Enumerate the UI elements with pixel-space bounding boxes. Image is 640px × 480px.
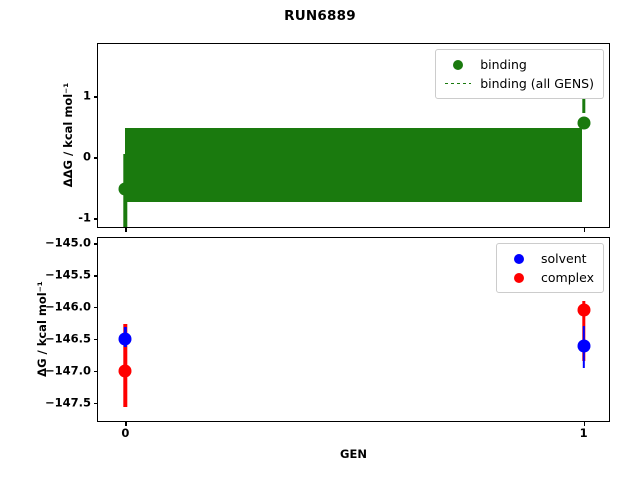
- bottom-y-axis-label: ΔG / kcal mol⁻¹: [35, 280, 49, 377]
- top-y-axis-label: ΔΔG / kcal mol⁻¹: [61, 82, 75, 187]
- bottom-legend: solvent complex: [496, 243, 604, 293]
- bottom-yticklabel-n147-5: −147.5: [44, 394, 91, 409]
- complex-point-gen1: [577, 303, 591, 317]
- bottom-ytick-n146-0: [93, 306, 98, 309]
- bottom-xtick-0: [125, 421, 127, 426]
- legend-item-binding[interactable]: binding: [443, 55, 594, 74]
- bottom-yticklabel-n146-5: −146.5: [44, 331, 91, 346]
- blue-dot-marker-icon: [504, 253, 534, 264]
- bottom-axes-delta-g: −145.0 −145.5 −146.0 −146.5 −147.0 −147.…: [35, 237, 610, 461]
- top-xtick-0: [125, 227, 127, 232]
- top-yticklabel-1: 1: [82, 88, 91, 103]
- figure-title: RUN6889: [284, 8, 356, 24]
- bottom-xtick-1: [583, 421, 586, 426]
- top-yticklabel-neg1: -1: [78, 210, 91, 225]
- top-ytick-0: [93, 157, 98, 159]
- legend-item-solvent[interactable]: solvent: [504, 249, 594, 268]
- top-yticklabel-0: 0: [82, 149, 91, 164]
- solvent-point-gen1: [577, 339, 591, 353]
- bottom-ytick-n146-5: [93, 338, 98, 341]
- bottom-ytick-n145-5: [93, 275, 98, 277]
- bottom-yticklabel-n145-5: −145.5: [44, 267, 91, 282]
- top-plot-area: [98, 44, 609, 227]
- legend-label-solvent: solvent: [541, 251, 587, 266]
- top-ytick-neg1: [93, 218, 98, 220]
- bottom-ytick-n147-0: [93, 370, 98, 373]
- bottom-xticklabel-1: 1: [579, 426, 588, 440]
- bottom-yticklabel-n145-0: −145.0: [44, 235, 91, 250]
- legend-label-complex: complex: [541, 270, 594, 285]
- binding-point-gen1: [577, 116, 591, 130]
- legend-item-complex[interactable]: complex: [504, 268, 594, 287]
- bottom-yticklabel-n146-0: −146.0: [44, 299, 91, 314]
- bottom-yticklabel-n147-0: −147.0: [44, 362, 91, 377]
- green-dot-marker-icon: [443, 59, 473, 70]
- green-dotted-line-icon: [443, 82, 473, 85]
- solvent-point-gen0: [118, 332, 132, 346]
- complex-point-gen0: [118, 364, 132, 378]
- red-dot-marker-icon: [504, 272, 534, 283]
- legend-label-binding-all-gens: binding (all GENS): [480, 76, 594, 91]
- binding-errorbar-gen1: [581, 94, 586, 114]
- binding-point-gen0: [118, 182, 132, 196]
- legend-label-binding: binding: [480, 57, 527, 72]
- top-axes-delta-delta-g: 1 0 -1 ΔΔG / kcal mol⁻¹ bind: [61, 43, 610, 232]
- bottom-ytick-n147-5: [93, 402, 98, 405]
- bottom-plot-area: [98, 238, 609, 421]
- binding-all-gens-band: [125, 127, 582, 202]
- x-axis-label: GEN: [340, 447, 367, 461]
- bottom-ytick-n145-0: [93, 243, 98, 245]
- top-legend: binding binding (all GENS): [435, 49, 604, 99]
- bottom-xticklabel-0: 0: [121, 426, 130, 440]
- legend-item-binding-all-gens[interactable]: binding (all GENS): [443, 74, 594, 93]
- top-ytick-1: [93, 96, 98, 98]
- top-xtick-1: [583, 227, 586, 232]
